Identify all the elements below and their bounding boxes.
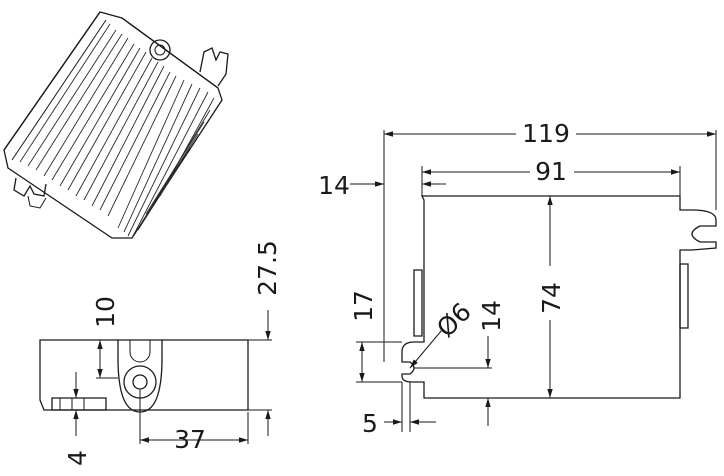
side-view: 10 27.5 37 4 [39, 240, 282, 466]
dim-slot-width: 5 [362, 409, 378, 438]
isometric-view [3, 11, 229, 239]
side-foot [51, 397, 107, 411]
iso-top-fins [19, 23, 177, 217]
iso-top-edge [3, 11, 101, 151]
side-body-outline [39, 339, 249, 411]
dim-side-height: 27.5 [253, 240, 282, 296]
top-body-outline [401, 195, 717, 399]
dim-side-base: 4 [63, 450, 92, 466]
iso-tab-top [199, 47, 229, 87]
iso-tab-bottom [13, 177, 47, 197]
iso-hole-boss [149, 39, 171, 61]
dim-slot-center: 14 [477, 300, 506, 332]
top-left-rail [413, 269, 423, 337]
dim-overall-length: 119 [522, 119, 570, 148]
top-right-rail [679, 263, 689, 329]
dim-height: 74 [537, 282, 566, 314]
top-view: 119 91 14 74 17 Ø6 14 5 [318, 116, 717, 438]
side-hole-inner [132, 374, 148, 390]
dim-tab-offset: 14 [318, 171, 350, 200]
dim-slot-height: 17 [349, 290, 378, 322]
dim-side-hole-offset: 10 [91, 296, 120, 328]
dim-side-hole-distance: 37 [174, 425, 206, 454]
dim-body-length: 91 [535, 157, 567, 186]
dim-slot-diameter: Ø6 [431, 297, 477, 343]
iso-body-outline [3, 11, 223, 239]
iso-side-ribs [117, 79, 215, 239]
